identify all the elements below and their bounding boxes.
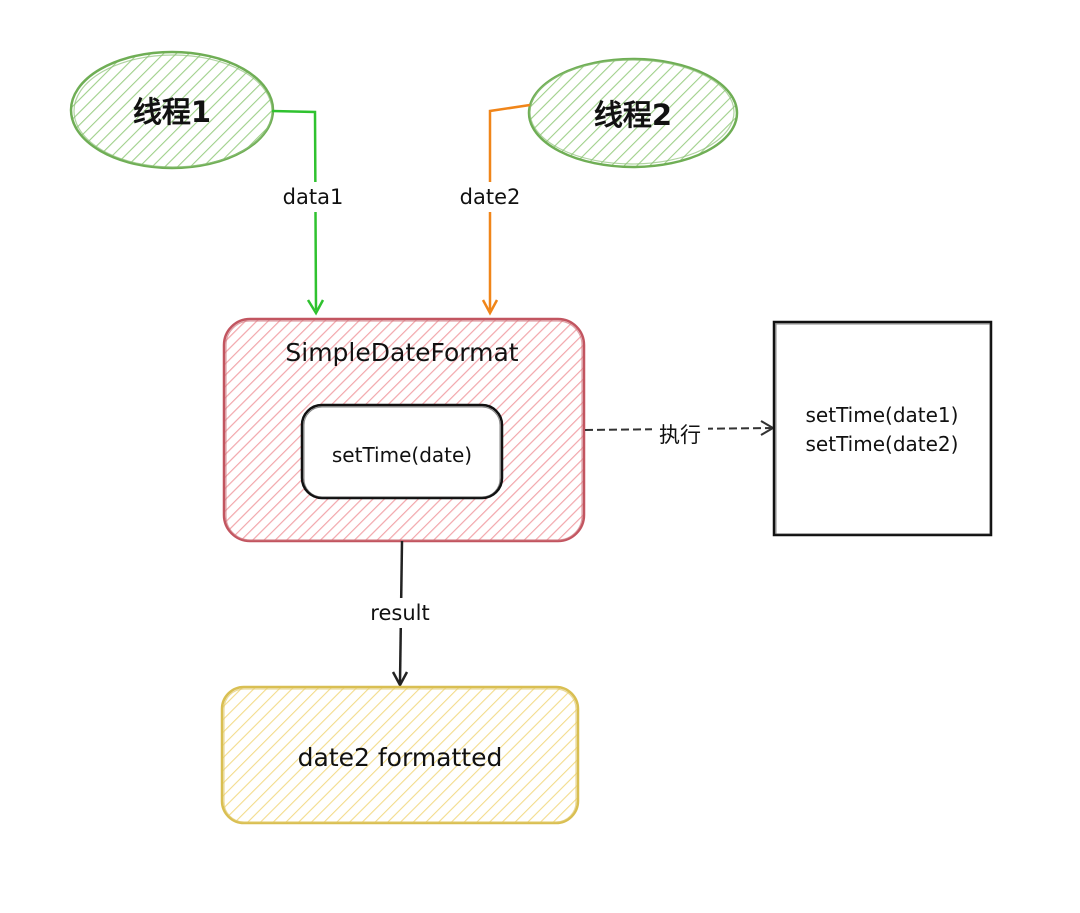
- edge-formatter-to-output: result: [362, 540, 438, 688]
- formatter-outline-sketch: [225, 320, 583, 541]
- edge-data1-line: [271, 109, 318, 311]
- edge-execute-line: [584, 427, 773, 431]
- edge-result-label: result: [370, 601, 429, 625]
- edge-date2-line: [488, 103, 531, 310]
- thread2-label: 线程2: [594, 98, 672, 132]
- edge-data1-arrowhead: [306, 299, 325, 316]
- edge-data1-label-bg: [276, 182, 348, 212]
- edge-result-arrowhead: [391, 671, 409, 688]
- thread1-label: 线程1: [133, 95, 211, 129]
- formatter-node: SimpleDateFormat setTime(date): [222, 317, 586, 543]
- execution-outline-sketch: [775, 323, 991, 535]
- execution-line1: setTime(date1): [806, 403, 959, 427]
- output-shape: [220, 685, 580, 825]
- edge-thread2-to-formatter: date2: [452, 103, 531, 316]
- edge-data1-label: data1: [283, 185, 344, 209]
- thread1-node: 线程1: [69, 50, 275, 170]
- output-label: date2 formatted: [298, 743, 503, 772]
- edge-date2-arrowhead: [481, 299, 499, 316]
- output-outline-sketch: [223, 688, 577, 823]
- edge-date2-label-bg: [452, 182, 528, 212]
- execution-line2: setTime(date2): [806, 432, 959, 456]
- execution-node: setTime(date1) setTime(date2): [772, 320, 993, 537]
- thread2-outline-sketch: [529, 59, 735, 165]
- edge-date2-label: date2: [460, 185, 521, 209]
- thread2-node: 线程2: [527, 57, 739, 169]
- edge-thread1-to-formatter: data1: [271, 109, 348, 316]
- edge-execute-label-bg: [652, 417, 708, 447]
- output-node: date2 formatted: [220, 685, 580, 825]
- edge-result-label-bg: [362, 598, 438, 628]
- execution-shape: [772, 320, 993, 537]
- method-box-bg: [300, 403, 504, 500]
- method-label: setTime(date): [332, 443, 472, 467]
- method-box-outline-sketch: [303, 406, 501, 498]
- thread2-shape: [527, 57, 739, 169]
- edge-execute-label: 执行: [659, 423, 701, 447]
- formatter-label: SimpleDateFormat: [285, 338, 518, 367]
- edge-formatter-to-execution: 执行: [584, 417, 775, 447]
